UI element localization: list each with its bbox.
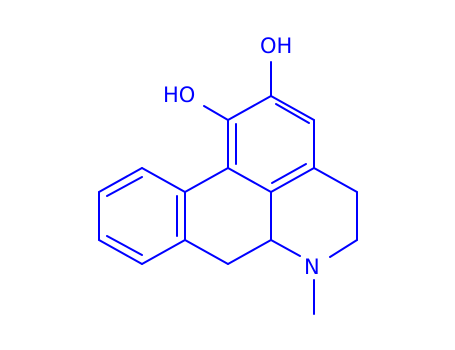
bond-c3a-c4 — [313, 167, 358, 193]
oh-top-label: OH — [260, 34, 292, 58]
ho-left-label: HO — [163, 83, 195, 107]
bond-c3a-c11c-inner — [271, 163, 307, 184]
bond-c11a-c11 — [141, 167, 186, 193]
hydroxyl-bonds — [203, 61, 272, 121]
bond-c2-c3-inner — [275, 103, 310, 124]
bond-c6a-c7 — [227, 239, 272, 265]
bond-c7-c7a — [184, 239, 229, 265]
bond-c11a-c11b — [184, 167, 229, 193]
bond-c1-c2 — [227, 95, 272, 121]
bond-c1-oh — [203, 105, 229, 121]
bond-c9-c8 — [98, 239, 143, 265]
bond-c5-n — [329, 239, 358, 258]
bond-c11c-c11b — [227, 167, 272, 193]
bond-c9-c8-inner — [106, 235, 143, 256]
bond-n-c6a — [270, 239, 301, 257]
bond-c2-c3 — [270, 95, 315, 121]
bond-c8-c7a — [141, 239, 186, 265]
catechol-ring — [227, 95, 315, 193]
bond-c11-c10-inner — [106, 176, 143, 197]
benzene-ring — [98, 167, 186, 265]
bond-c11-c10 — [98, 167, 143, 193]
bond-c3a-c11c — [270, 167, 315, 193]
nitrogen-label: N — [304, 255, 320, 279]
piperidine-ring — [270, 167, 358, 258]
central-ring — [184, 167, 272, 265]
